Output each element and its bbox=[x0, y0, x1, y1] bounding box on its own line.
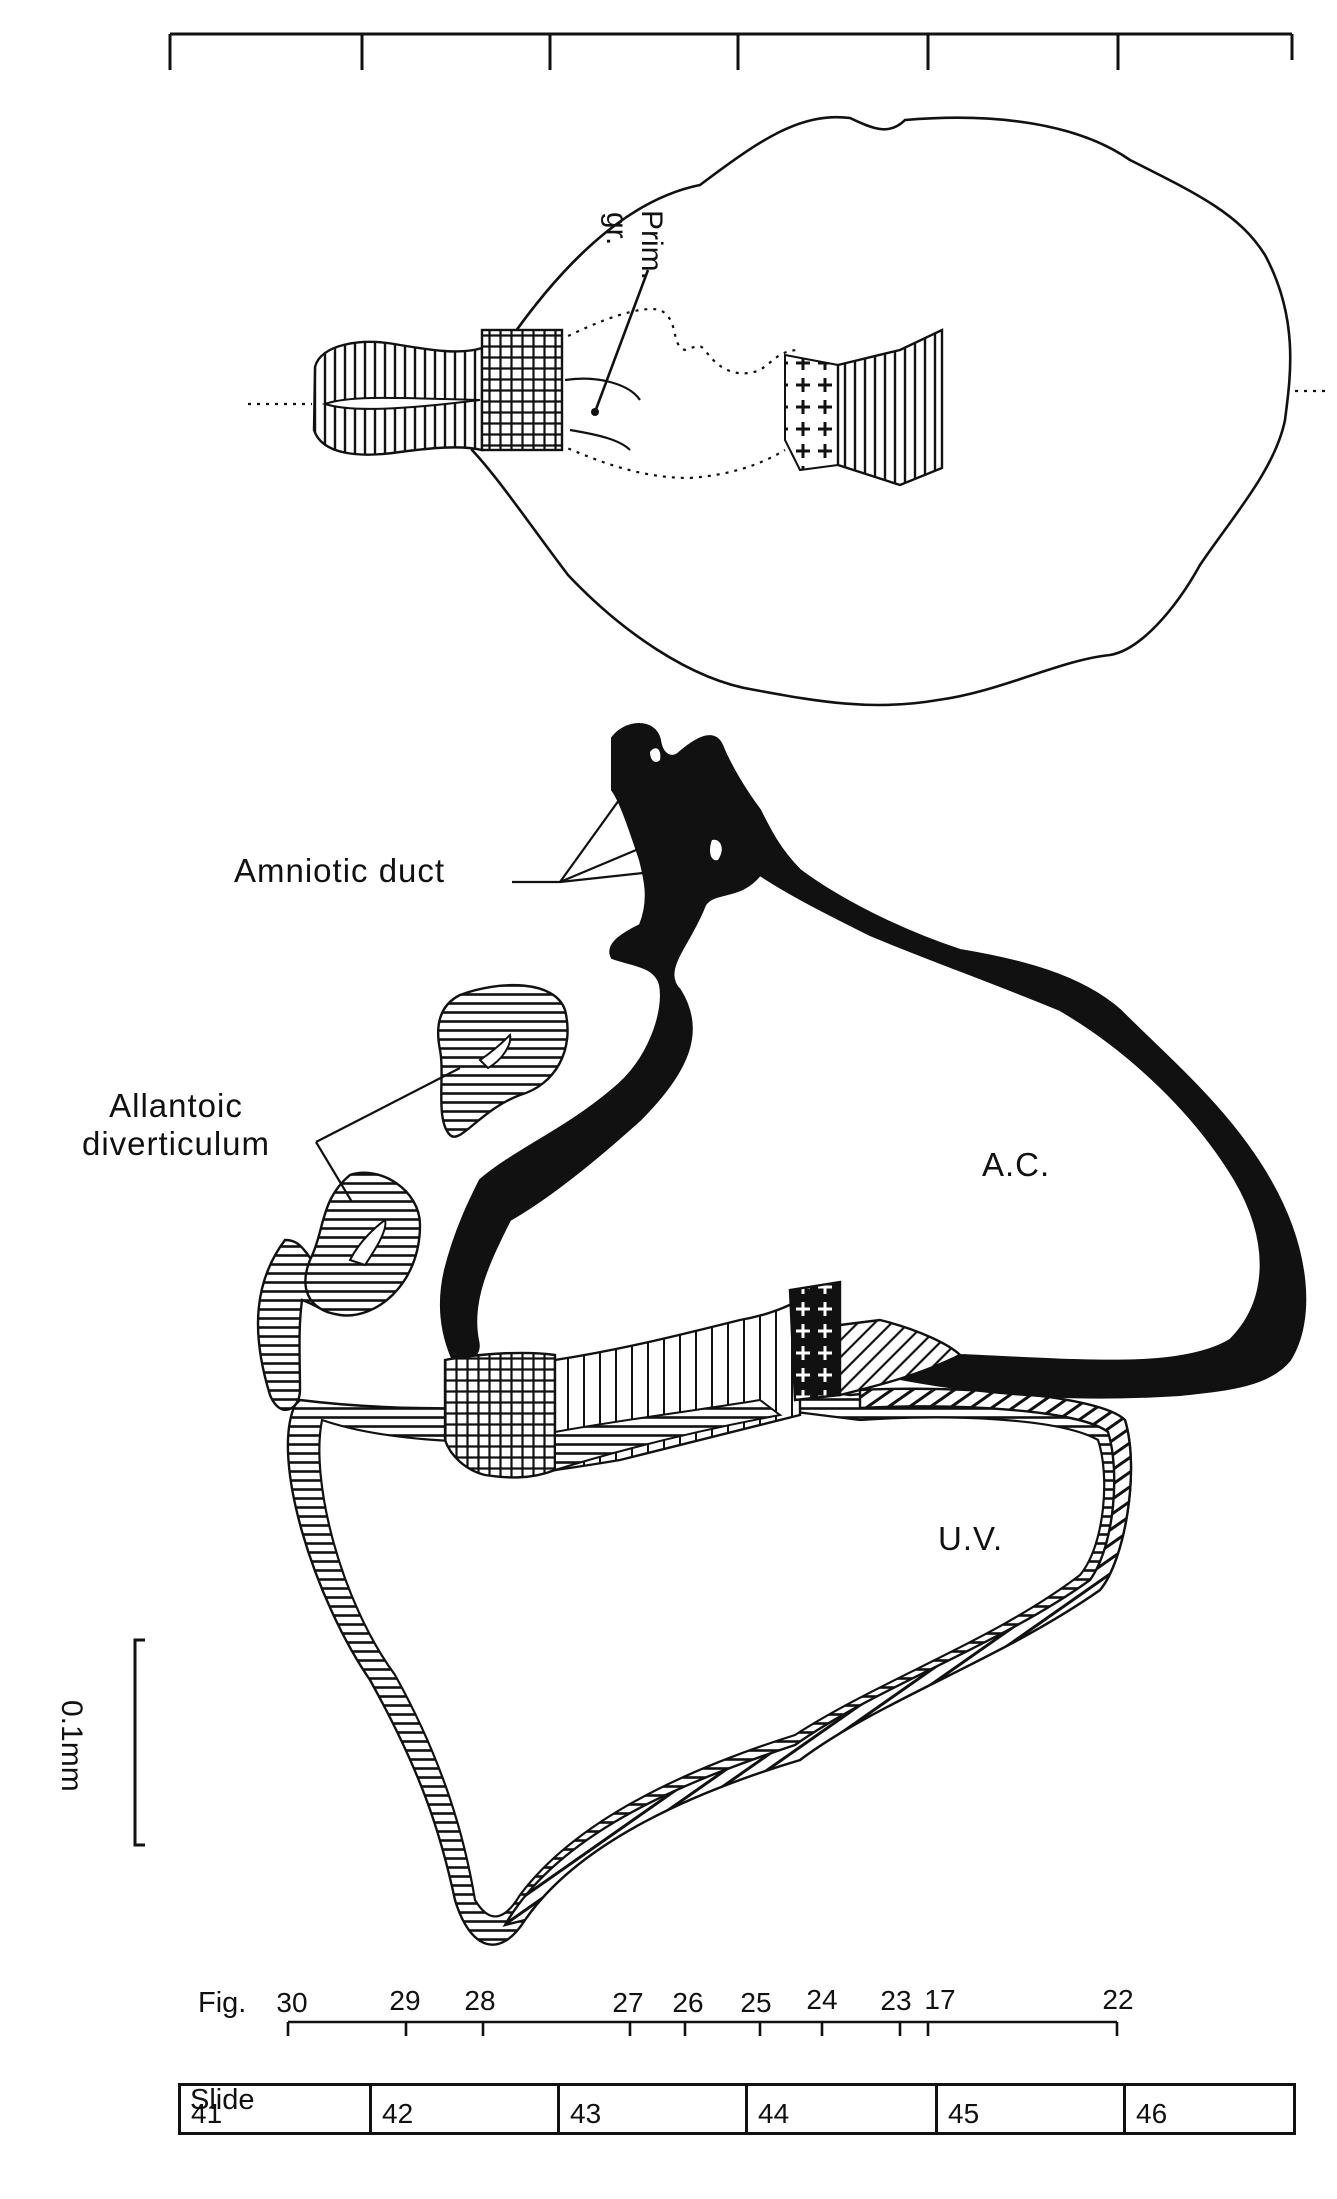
prim-gr-pointer bbox=[593, 269, 650, 413]
label-prim: Prim. bbox=[635, 210, 668, 280]
label-umbilical-vesicle: U.V. bbox=[938, 1520, 1004, 1557]
primitive-groove-lower-outline bbox=[559, 443, 786, 480]
allantoic-diverticulum-upper bbox=[437, 983, 569, 1138]
fig-tick-label: 25 bbox=[740, 1987, 772, 2018]
label-gr: gr. bbox=[600, 212, 633, 246]
label-amniotic-duct: Amniotic duct bbox=[234, 852, 446, 889]
slide-axis-title: Slide bbox=[190, 2084, 255, 2116]
label-amniotic-cavity: A.C. bbox=[982, 1146, 1051, 1183]
fig-tick-label: 30 bbox=[276, 1987, 308, 2018]
fig-axis-prefix: Fig. bbox=[198, 1987, 247, 2019]
umbilical-vesicle-wall-right bbox=[502, 1387, 1133, 1927]
amniotic-cavity-wall bbox=[439, 723, 1307, 1399]
label-allantoic: Allantoic bbox=[109, 1087, 243, 1124]
embryo-cross-region bbox=[788, 1280, 842, 1402]
fig-axis bbox=[286, 2020, 1119, 2036]
slide-cell: 44 bbox=[745, 2083, 938, 2135]
amniotic-duct-lumen bbox=[650, 748, 722, 861]
fig-tick-label: 17 bbox=[924, 1984, 956, 2015]
slide-cell: 42 bbox=[369, 2083, 560, 2135]
fig-tick-label: 26 bbox=[672, 1987, 704, 2018]
fig-tick-label: 28 bbox=[464, 1985, 496, 2016]
allantoic-lumen-upper bbox=[478, 1032, 512, 1070]
prim-gr-pointer-dot bbox=[591, 408, 599, 416]
label-scale-bar: 0.1mm bbox=[55, 1700, 88, 1792]
embryo-lower-hatch-region bbox=[554, 1398, 783, 1472]
scale-bar-0-1mm bbox=[133, 1638, 145, 1847]
top-grid-region bbox=[480, 328, 564, 452]
amniotic-duct-pointers bbox=[512, 781, 653, 884]
slide-cell: 41 bbox=[178, 2083, 372, 2135]
slide-cell: 46 bbox=[1123, 2083, 1296, 2135]
slide-cell: 43 bbox=[557, 2083, 748, 2135]
embryo-grid-region bbox=[443, 1351, 557, 1479]
fig-tick-label: 27 bbox=[612, 1987, 644, 2018]
top-scale-ruler bbox=[168, 32, 1294, 70]
label-diverticulum: diverticulum bbox=[81, 1125, 271, 1162]
fig-tick-label: 29 bbox=[389, 1985, 421, 2016]
umbilical-vesicle-cavity bbox=[318, 1408, 1106, 1918]
top-groove-slit bbox=[321, 396, 481, 410]
fig-tick-label: 24 bbox=[806, 1984, 838, 2015]
embryo-diagonal-region bbox=[838, 1318, 963, 1397]
primitive-groove-line bbox=[564, 377, 641, 451]
midline-dotted bbox=[248, 389, 1325, 406]
allantoic-lumen-lower bbox=[348, 1218, 387, 1267]
fig-tick-label: 22 bbox=[1102, 1984, 1134, 2015]
allantoic-pointers bbox=[315, 1067, 461, 1203]
fig-tick-label: 23 bbox=[880, 1985, 912, 2016]
top-striped-region bbox=[836, 328, 944, 487]
slide-cell: 45 bbox=[935, 2083, 1126, 2135]
top-cross-region bbox=[784, 353, 839, 472]
